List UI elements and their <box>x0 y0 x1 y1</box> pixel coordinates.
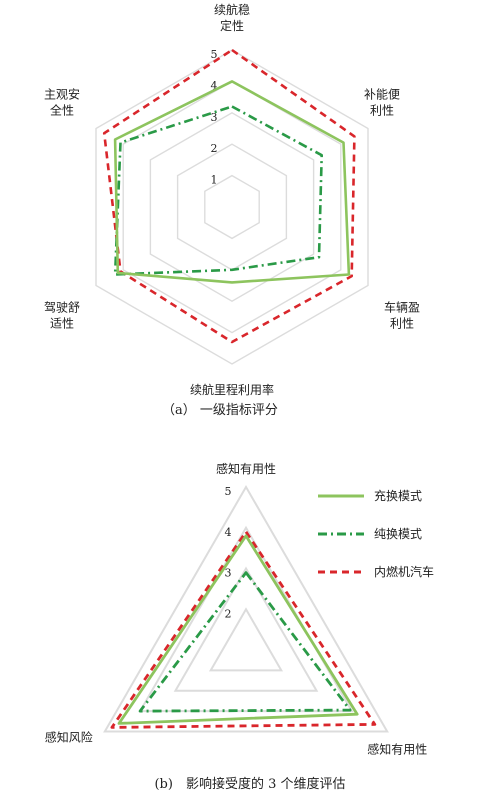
axis-label: 全性 <box>50 103 74 118</box>
axis-label: 补能便 <box>364 88 400 102</box>
tick-label: 2 <box>225 607 232 620</box>
grid-ring <box>122 80 342 334</box>
tick-label: 5 <box>211 48 218 61</box>
tick-label: 2 <box>211 142 218 155</box>
grid-ring <box>204 174 260 240</box>
grid-ring <box>208 607 284 672</box>
tick-label: 4 <box>211 79 218 92</box>
grid-ring <box>149 111 315 303</box>
axis-label: 感知有用性 <box>367 742 427 757</box>
series-line <box>117 534 359 725</box>
grid-ring <box>138 525 354 713</box>
axis-label: 利性 <box>390 317 414 331</box>
axis-label: 感知风险 <box>45 730 93 745</box>
series-line <box>138 571 352 713</box>
legend-label: 充换模式 <box>374 488 422 503</box>
axis-label: 主观安 <box>44 87 80 102</box>
axis-label: 驾驶舒 <box>44 300 80 315</box>
legend-label: 纯换模式 <box>374 527 422 541</box>
legend-label: 内燃机汽车 <box>374 564 434 579</box>
tick-label: 3 <box>225 567 232 580</box>
grid-ring <box>103 485 389 733</box>
axis-label: 感知有用性 <box>216 461 276 476</box>
grid-ring <box>173 566 319 692</box>
grid-ring <box>95 49 369 365</box>
caption-b: (b) 影响接受度的 3 个维度评估 <box>154 776 345 792</box>
tick-label: 5 <box>225 485 232 498</box>
tick-label: 4 <box>225 526 232 539</box>
series-line <box>110 530 377 729</box>
axis-label: 定性 <box>220 18 244 33</box>
series-line <box>102 48 356 344</box>
series-line <box>113 80 351 284</box>
axis-label: 适性 <box>50 317 74 331</box>
axis-label: 利性 <box>370 104 394 118</box>
caption-a: （a） 一级指标评分 <box>162 403 278 418</box>
axis-label: 续航稳 <box>214 2 250 17</box>
series-line <box>113 105 324 276</box>
tick-label: 3 <box>211 111 218 124</box>
grid-ring <box>176 143 288 271</box>
axis-label: 续航里程利用率 <box>190 382 274 397</box>
axis-label: 车辆盈 <box>384 300 420 315</box>
tick-label: 1 <box>211 174 218 187</box>
